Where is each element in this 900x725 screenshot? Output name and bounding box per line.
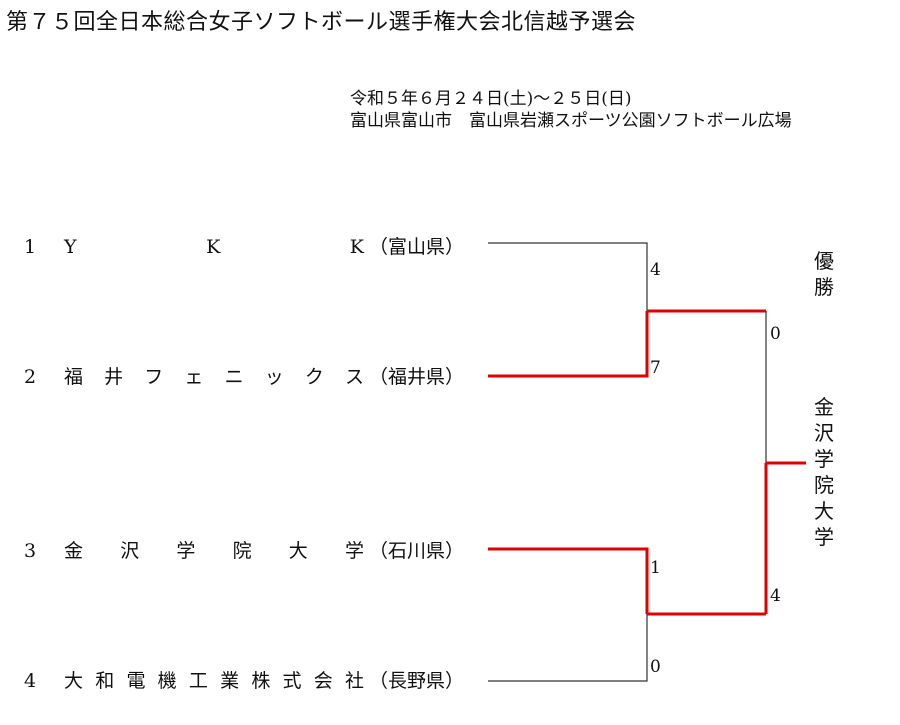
- team-name: 福井フェニックス: [64, 363, 364, 391]
- team-seed: 4: [24, 670, 37, 692]
- team-name-char: 式: [282, 670, 302, 692]
- page-title: 第７５回全日本総合女子ソフトボール選手権大会北信越予選会: [6, 10, 637, 35]
- score-final-top: 0: [770, 324, 781, 344]
- team-name-char: ク: [304, 366, 324, 388]
- team-name-char: 福: [64, 366, 84, 388]
- bracket-line-team3: [488, 547, 649, 614]
- score-semi1-team1: 4: [650, 260, 661, 280]
- team-name: 大和電機工業株式会社: [64, 667, 364, 695]
- team-prefecture: （長野県）: [369, 670, 465, 692]
- team-prefecture: （富山県）: [369, 236, 465, 258]
- team-name-char: 工: [188, 670, 208, 692]
- champion-name-char: 沢: [814, 421, 834, 445]
- team-seed: 2: [24, 366, 37, 388]
- team-name-char: ニ: [224, 366, 244, 388]
- team-name-char: Y: [64, 236, 77, 258]
- team-name-char: 和: [95, 670, 115, 692]
- champion-name-char: 大: [814, 499, 834, 523]
- team-row-1: 1 Y K K （富山県）: [24, 233, 484, 261]
- team-name-char: 院: [232, 540, 252, 562]
- champion-name-char: 学: [814, 525, 834, 549]
- champion-label-char: 勝: [814, 275, 834, 299]
- team-name-char: 会: [313, 670, 333, 692]
- team-name-char: 金: [64, 540, 84, 562]
- team-name-char: 機: [157, 670, 177, 692]
- event-info: 令和５年６月２４日(土)～２５日(日) 富山県富山市 富山県岩瀬スポーツ公園ソフ…: [350, 88, 792, 132]
- team-prefecture: （石川県）: [369, 540, 465, 562]
- score-final-bottom: 4: [770, 586, 781, 606]
- team-name-char: K: [349, 236, 364, 258]
- team-name-char: 大: [64, 670, 84, 692]
- team-name-char: 業: [220, 670, 240, 692]
- champion-name-char: 金: [814, 395, 834, 419]
- team-name: 金沢学院大学: [64, 537, 364, 565]
- team-row-3: 3 金 沢 学 院 大 学 （石川県）: [24, 537, 484, 565]
- champion-name-char: 学: [814, 447, 834, 471]
- team-name-char: ェ: [184, 366, 204, 388]
- score-semi2-team4: 0: [650, 657, 661, 677]
- team-name-char: 社: [344, 670, 364, 692]
- event-dates: 令和５年６月２４日(土)～２５日(日): [350, 89, 632, 109]
- team-name-char: ス: [344, 366, 364, 388]
- score-semi2-team3: 1: [650, 558, 661, 578]
- team-name-char: 学: [176, 540, 196, 562]
- champion-name-char: 院: [814, 473, 834, 497]
- champion-label: 優 勝: [811, 248, 837, 300]
- team-name-char: 井: [104, 366, 124, 388]
- bracket-line-team4: [488, 614, 648, 682]
- team-row-2: 2 福井フェニックス （福井県）: [24, 363, 484, 391]
- team-name-char: 沢: [120, 540, 140, 562]
- event-venue: 富山県富山市 富山県岩瀬スポーツ公園ソフトボール広場: [350, 111, 792, 131]
- champion-label-char: 優: [814, 249, 834, 273]
- team-prefecture: （福井県）: [369, 366, 465, 388]
- team-name-char: K: [206, 236, 221, 258]
- team-name-char: ッ: [264, 366, 284, 388]
- team-name-char: 大: [288, 540, 308, 562]
- team-row-4: 4 大和電機工業株式会社 （長野県）: [24, 667, 484, 695]
- team-name-char: 学: [344, 540, 364, 562]
- team-seed: 3: [24, 540, 37, 562]
- team-name-char: 電: [126, 670, 146, 692]
- bracket-line-team1: [488, 242, 648, 311]
- team-seed: 1: [24, 236, 37, 258]
- team-name-char: フ: [144, 366, 164, 388]
- champion-name: 金 沢 学 院 大 学: [811, 394, 837, 550]
- bracket-line-team2: [488, 311, 649, 378]
- score-semi1-team2: 7: [650, 358, 661, 378]
- team-name-char: 株: [251, 670, 271, 692]
